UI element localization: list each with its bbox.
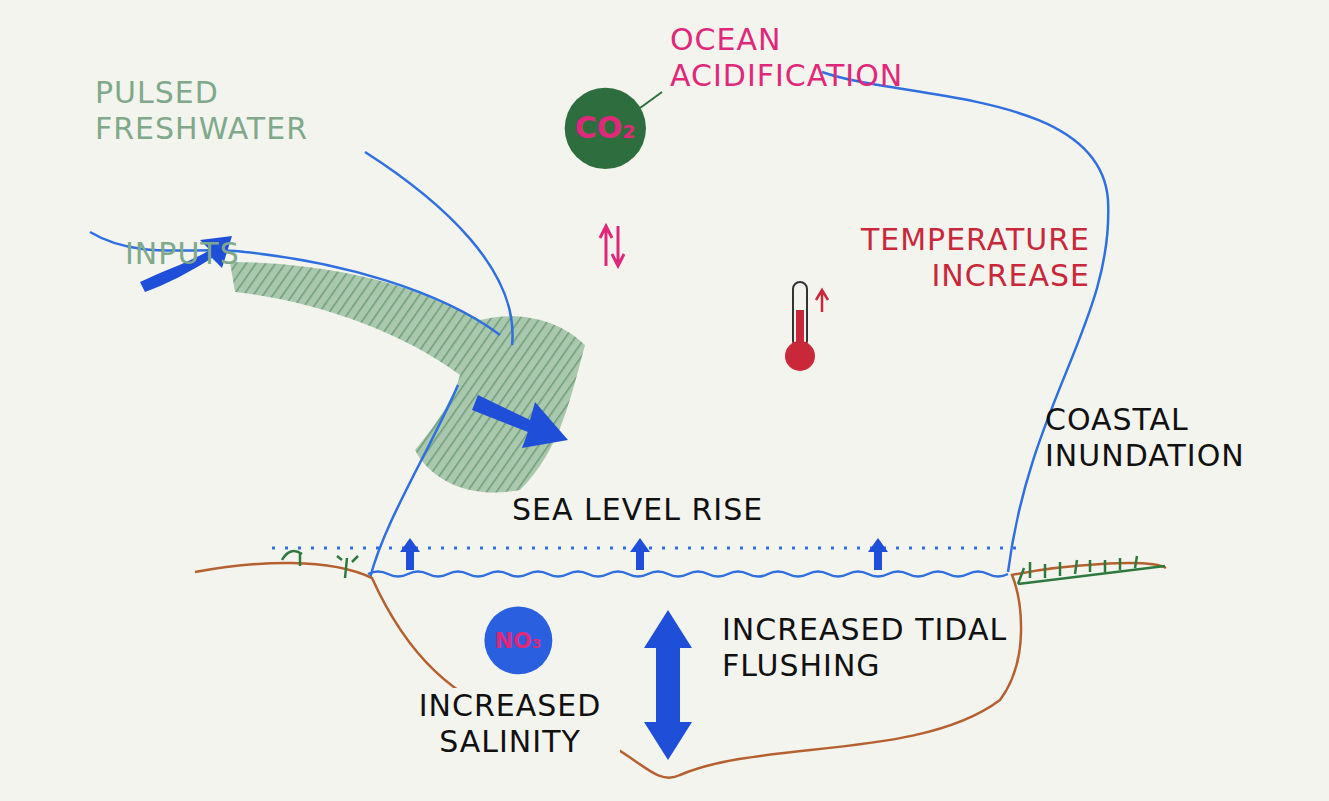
impact-label: INCREASED SALINITY — [400, 688, 620, 760]
driver-label: PULSED FRESHWATER — [95, 75, 365, 147]
impact-label: COASTAL INUNDATION — [1045, 402, 1315, 474]
rise-arrows — [400, 538, 888, 570]
leader-line — [640, 92, 662, 108]
flow-arrow — [472, 395, 568, 448]
exchange-arrow — [612, 226, 624, 266]
freshwater-plume — [230, 262, 585, 493]
driver-label: INPUTS — [125, 236, 325, 272]
node-text: CO₂ — [575, 110, 636, 145]
water-surface — [368, 572, 1008, 577]
river-bank — [365, 152, 513, 345]
marsh-grass — [282, 551, 1165, 584]
driver-label: TEMPERATURE INCREASE — [745, 222, 1090, 294]
node-text: NO₃ — [495, 628, 542, 653]
impact-label: SEA LEVEL RISE — [512, 492, 832, 528]
impact-label: INCREASED TIDAL FLUSHING — [722, 612, 1052, 684]
nutrient-circle: NO₃ — [483, 605, 554, 676]
estuary-outline — [822, 72, 1108, 572]
driver-label: OCEAN ACIDIFICATION — [670, 22, 1010, 94]
river-bank — [90, 232, 500, 335]
gas-circle: CO₂ — [563, 86, 648, 171]
rise-arrow — [816, 290, 828, 312]
exchange-arrow — [600, 226, 612, 266]
estuary-outline — [370, 385, 458, 578]
tidal-arrow — [644, 610, 692, 760]
thermometer — [785, 341, 815, 371]
basin-floor — [195, 563, 1166, 778]
